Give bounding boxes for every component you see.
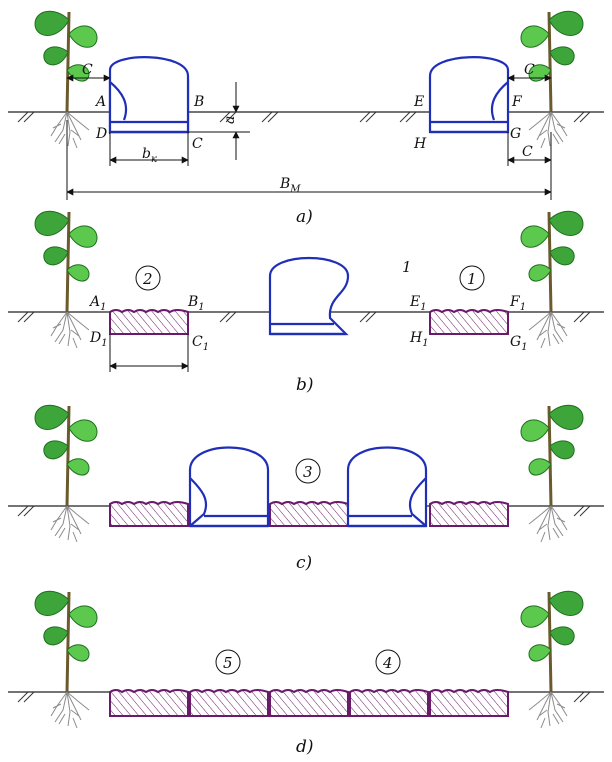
point-label-g: G	[510, 126, 521, 142]
point-label-b: B	[193, 94, 204, 110]
dim-label-c-right-top: C	[524, 62, 535, 78]
point-label-h1-sub: 1	[422, 338, 428, 349]
caption-d: d)	[296, 737, 314, 757]
pass-number-5: 5	[223, 654, 233, 672]
point-label-d: D	[95, 126, 107, 142]
point-label-f1-sub: 1	[520, 302, 526, 313]
panel-d: 5 4 d)	[8, 589, 604, 757]
point-label-a1-sub: 1	[100, 302, 106, 313]
panel-a: C C C a bк BM A B C D E F G H a)	[8, 9, 604, 227]
dim-label-bk: bк	[142, 146, 157, 165]
panel-c: 3 c)	[8, 403, 604, 573]
point-label-e: E	[413, 94, 424, 110]
point-label-c1: C1	[192, 334, 209, 353]
point-label-a1: A1	[88, 294, 107, 313]
dim-label-c-left: C	[82, 62, 93, 78]
point-label-e1-sub: 1	[420, 302, 426, 313]
point-label-d1-sub: 1	[101, 338, 107, 349]
dim-label-bm: BM	[279, 176, 301, 195]
pass-number-3: 3	[303, 463, 313, 481]
pass-number-2: 2	[142, 270, 153, 288]
dim-label-bk-main: b	[142, 146, 151, 162]
point-label-g1-letter: G	[510, 334, 521, 350]
dim-label-bm-sub: M	[289, 184, 301, 195]
panel-b: 2 1 1 A1 B1 C1 D1 E1 F1 G1 H1 b)	[8, 209, 604, 395]
dim-label-c-right-bottom: C	[522, 144, 533, 160]
point-label-d1: D1	[89, 330, 108, 349]
caption-c: c)	[296, 553, 312, 573]
pass-number-1: 1	[467, 270, 477, 288]
point-label-h: H	[413, 136, 427, 152]
dim-label-bm-main: B	[279, 176, 290, 192]
point-label-c1-letter: C	[192, 334, 203, 350]
point-label-b1: B1	[187, 294, 205, 313]
point-label-f1-letter: F	[509, 294, 521, 310]
caption-a: a)	[296, 207, 313, 227]
point-label-c: C	[192, 136, 203, 152]
point-label-b1-letter: B	[187, 294, 198, 310]
point-label-e1-letter: E	[409, 294, 420, 310]
caption-b: b)	[296, 375, 314, 395]
point-label-c1-sub: 1	[203, 342, 209, 353]
point-label-h1: H1	[409, 330, 429, 349]
point-label-g1-sub: 1	[521, 342, 527, 353]
point-label-d1-letter: D	[89, 330, 101, 346]
dim-label-bk-sub: к	[151, 154, 157, 165]
point-label-f: F	[511, 94, 523, 110]
dim-label-a: a	[222, 116, 238, 124]
point-label-f1: F1	[509, 294, 526, 313]
pass-number-4: 4	[382, 654, 393, 672]
point-label-a1-letter: A	[88, 294, 100, 310]
point-label-h1-letter: H	[409, 330, 423, 346]
point-label-a: A	[94, 94, 106, 110]
point-label-e1: E1	[409, 294, 427, 313]
point-label-b1-sub: 1	[198, 302, 204, 313]
label-1: 1	[402, 258, 412, 276]
point-label-g1: G1	[510, 334, 528, 353]
